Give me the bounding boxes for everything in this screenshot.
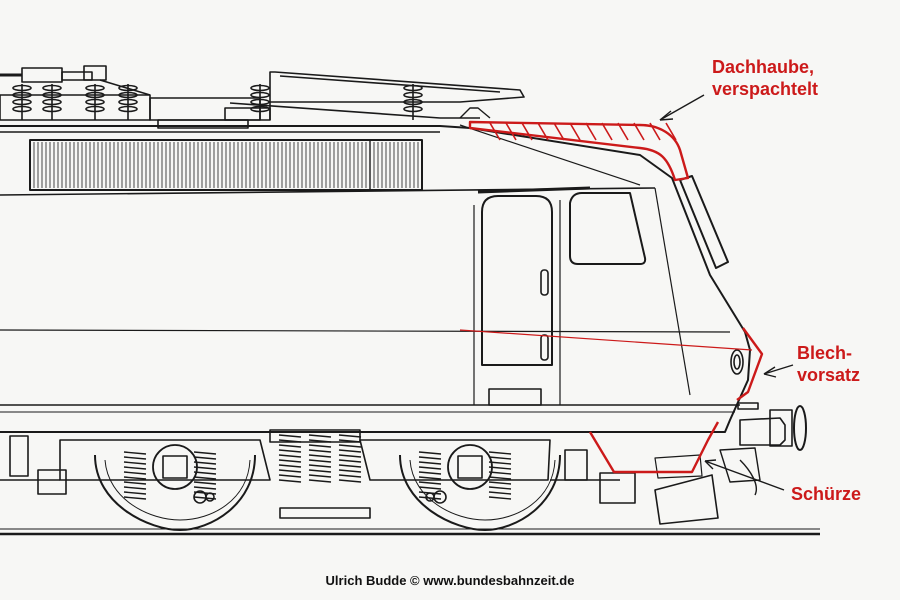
arrow-blechvorsatz [763,364,794,378]
annotation-dachhaube-line2: verspachtelt [712,79,819,99]
annotation-dachhaube: Dachhaube, verspachtelt [712,56,818,100]
annotation-schuerze: Schürze [791,483,861,505]
headlight [730,349,744,375]
ventilation-grille [29,139,423,191]
rail-track [0,528,820,536]
annotation-blechvorsatz-line1: Blech- [797,343,853,363]
dachhaube-highlight [468,120,690,182]
cab-side-window [569,192,647,265]
locomotive-body [0,124,751,433]
running-gear [0,429,636,531]
blechvorsatz-highlight [736,327,764,401]
windscreen [679,175,729,269]
annotation-blechvorsatz-line2: vorsatz [797,365,861,385]
image-credit: Ulrich Budde © www.bundesbahnzeit.de [325,573,575,588]
arrow-schuerze [704,459,785,491]
cab-door [473,186,591,406]
arrow-dachhaube [659,94,705,121]
annotation-schuerze-line1: Schürze [791,484,862,504]
red-reference-line [459,329,753,351]
roof-insulators [12,84,423,120]
annotation-blechvorsatz: Blech- vorsatz [797,342,860,386]
annotation-dachhaube-line1: Dachhaube, [712,57,815,77]
buffer-coupling [719,402,807,496]
schuerze-highlight [588,421,720,474]
